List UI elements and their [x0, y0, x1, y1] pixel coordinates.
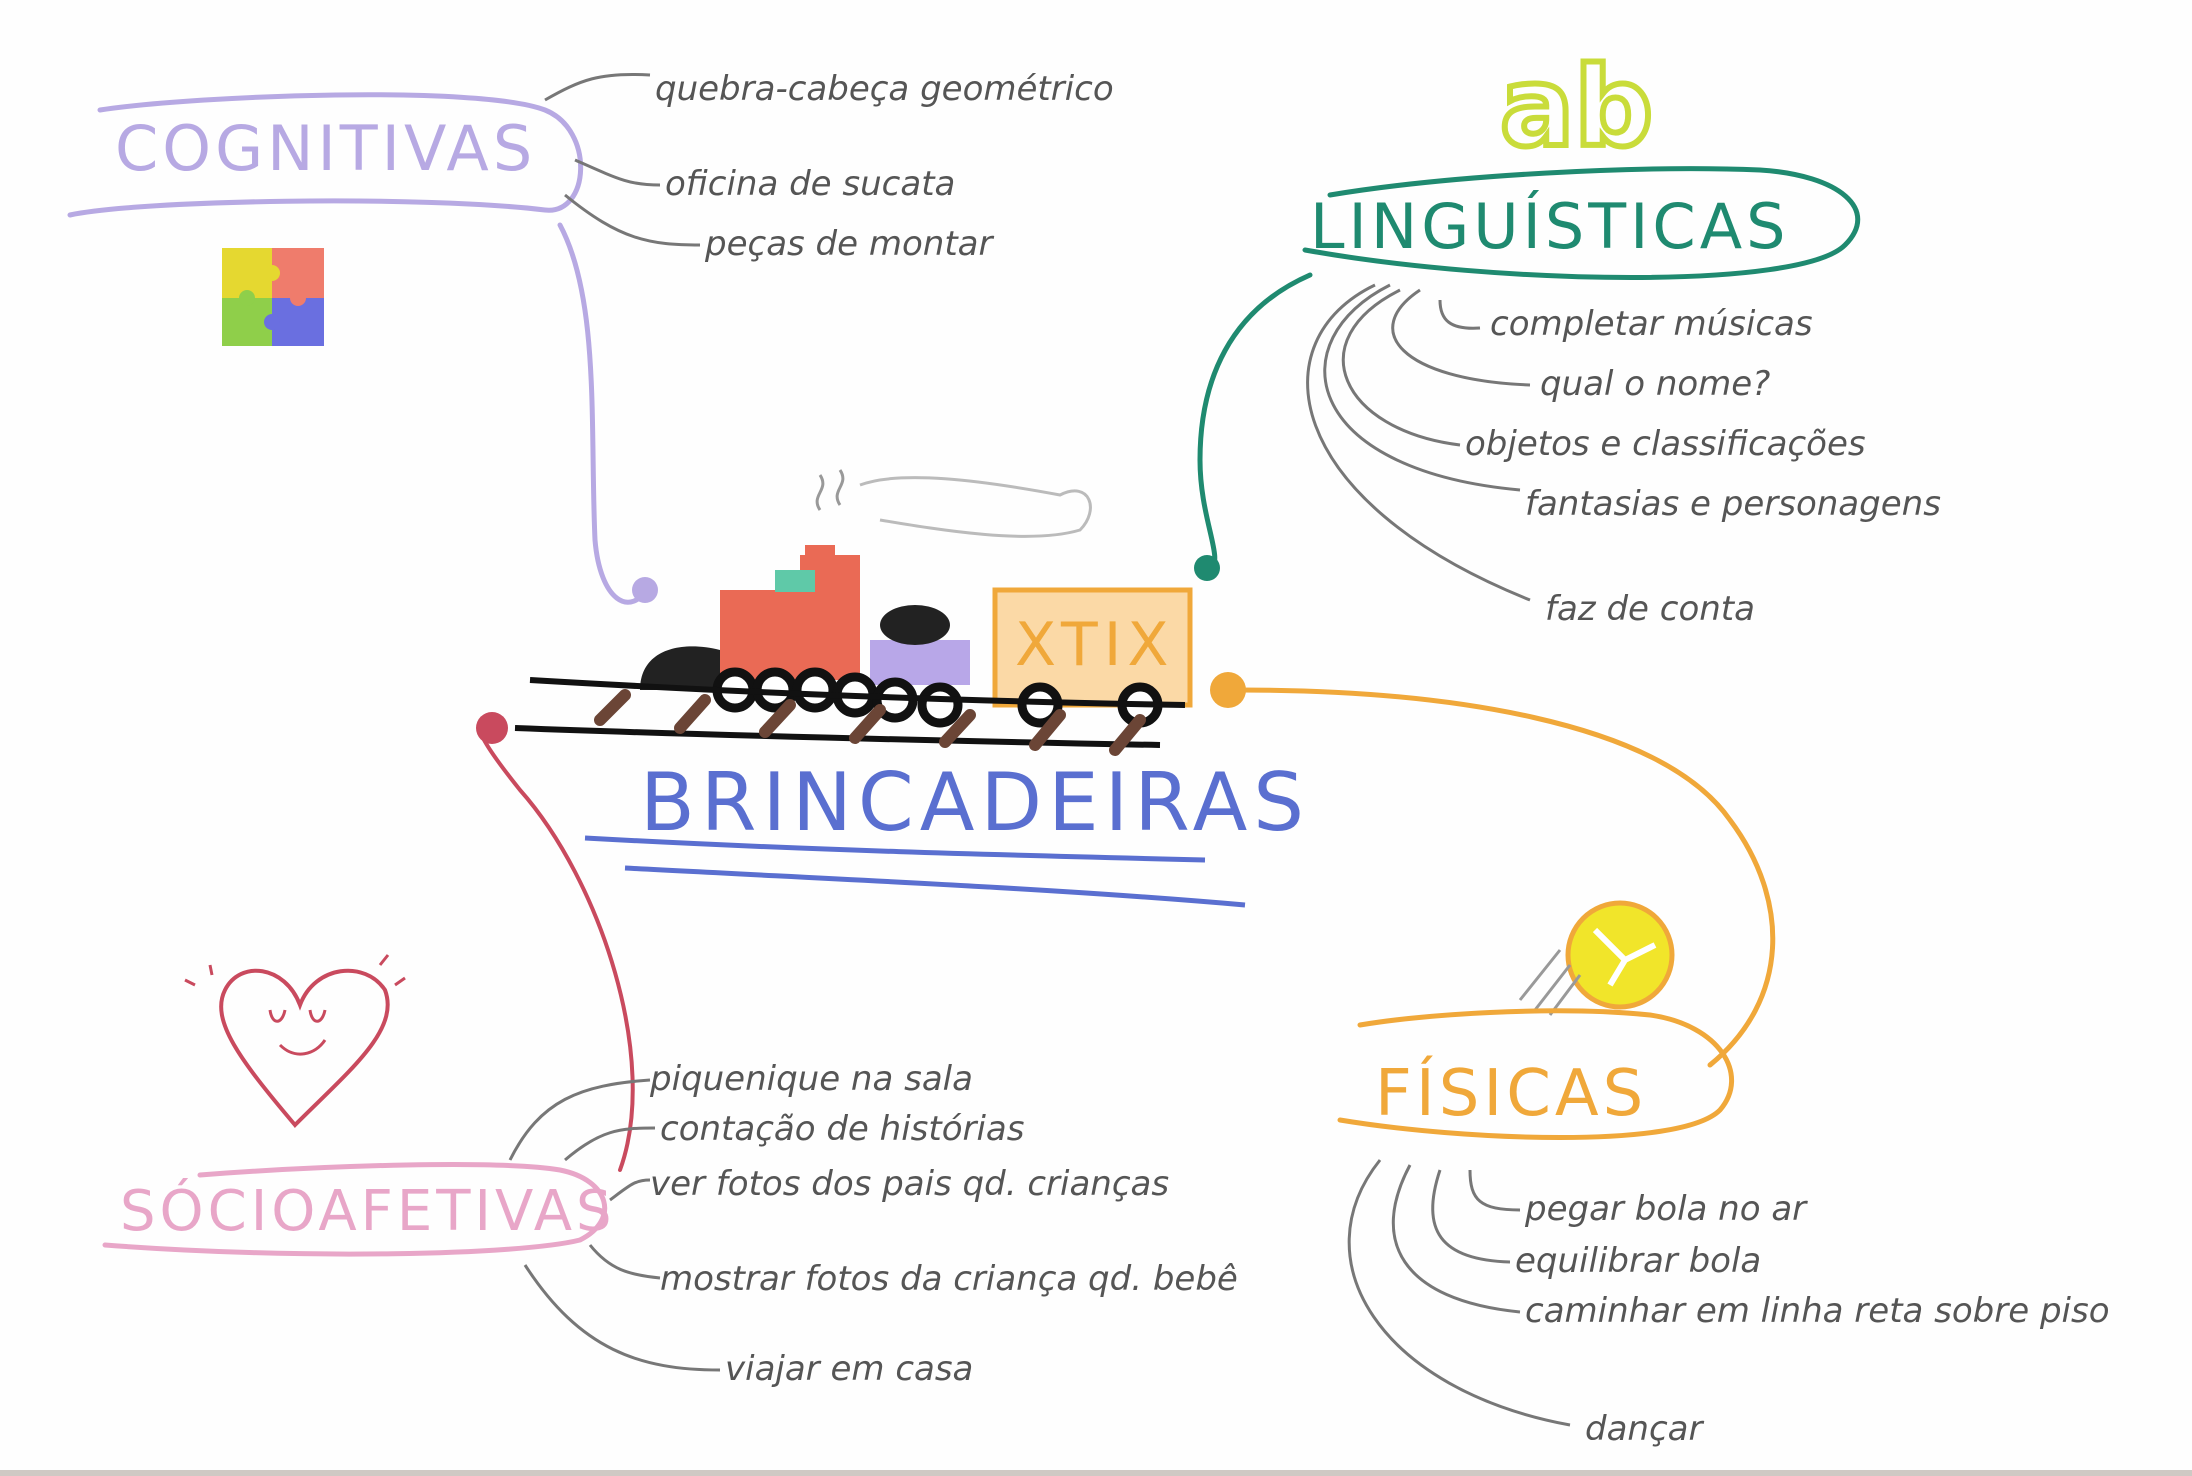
fisicas-title: FÍSICAS [1375, 1055, 1647, 1131]
link-cognitivas [557, 222, 653, 605]
socio-item: contação de histórias [660, 1109, 1024, 1149]
center-topic: BRINCADEIRAS [584, 756, 1310, 908]
socioafetivas-title: SÓCIOAFETIVAS [120, 1179, 616, 1244]
node-linguisticas: ab LINGUÍSTICAS completar músicas qual o… [1302, 40, 1941, 629]
socio-leader-1 [508, 1078, 651, 1161]
fisicas-item: equilibrar bola [1515, 1241, 1761, 1281]
crate-label: XTIX [1015, 610, 1175, 680]
linguisticas-leader-3 [1341, 288, 1461, 447]
link-linguisticas [1197, 272, 1313, 573]
fisicas-leader-4 [1347, 1159, 1571, 1427]
puzzle-icon [222, 248, 324, 346]
linguisticas-item: qual o nome? [1540, 364, 1770, 404]
fisicas-leader-2 [1431, 1169, 1511, 1264]
link-socioafetivas-dot [476, 712, 508, 744]
node-socioafetivas: SÓCIOAFETIVAS piquenique na sala contaçã… [102, 954, 1238, 1389]
socio-leader-3 [609, 1178, 651, 1202]
smoke-cloud [859, 476, 1092, 538]
fisicas-bubble [1337, 1008, 1734, 1140]
cognitivas-item: oficina de sucata [665, 164, 955, 204]
link-fisicas-dot [1210, 672, 1246, 708]
linguisticas-bubble [1302, 166, 1861, 280]
socioafetivas-bubble [102, 1162, 608, 1257]
rail-top [529, 677, 1186, 708]
socio-leader-4 [588, 1244, 661, 1280]
linguisticas-leader-1 [1438, 299, 1481, 330]
fisicas-item: pegar bola no ar [1524, 1189, 1808, 1229]
fisicas-leader-3 [1391, 1164, 1521, 1314]
linguisticas-item: completar músicas [1490, 304, 1813, 344]
locomotive-window [775, 570, 815, 592]
center-underline-2 [624, 865, 1246, 908]
cognitivas-leader-1 [544, 72, 651, 102]
socio-leader-2 [564, 1126, 656, 1162]
socio-item: ver fotos dos pais qd. crianças [650, 1164, 1169, 1204]
cognitivas-item: quebra-cabeça geométrico [655, 69, 1114, 109]
node-cognitivas: COGNITIVAS quebra-cabeça geométrico ofic… [67, 69, 1114, 346]
link-cognitivas-dot [632, 577, 658, 603]
rail-bottom [514, 725, 1161, 748]
fisicas-item: dançar [1585, 1409, 1704, 1449]
link-linguisticas-dot [1194, 555, 1220, 581]
coal-car [870, 640, 970, 685]
node-fisicas: FÍSICAS pegar bola no ar equilibrar bola… [1337, 900, 2110, 1449]
link-fisicas [1237, 687, 1776, 1068]
fisicas-leader-1 [1468, 1169, 1521, 1212]
rail-ties [594, 689, 1146, 756]
linguisticas-item: faz de conta [1545, 589, 1755, 629]
locomotive-front [640, 646, 720, 690]
socio-leader-5 [523, 1264, 721, 1372]
cognitivas-leader-3 [564, 193, 701, 247]
cognitivas-leader-2 [574, 158, 661, 187]
linguisticas-title: LINGUÍSTICAS [1310, 190, 1790, 263]
linguisticas-leader-2 [1391, 288, 1531, 387]
center-title: BRINCADEIRAS [640, 756, 1310, 849]
fisicas-item: caminhar em linha reta sobre piso [1525, 1291, 2110, 1331]
ab-icon: ab [1500, 43, 1653, 171]
train-illustration: XTIX [514, 469, 1193, 756]
socio-item: piquenique na sala [649, 1059, 973, 1099]
cognitivas-item: peças de montar [704, 224, 994, 264]
coal-pile [880, 605, 950, 645]
heart-icon [184, 954, 406, 1128]
center-underline-1 [584, 835, 1206, 863]
cognitivas-title: COGNITIVAS [115, 112, 536, 185]
linguisticas-leader-5 [1306, 283, 1531, 602]
paper-edge [0, 1470, 2192, 1476]
socio-item: mostrar fotos da criança qd. bebê [660, 1259, 1238, 1299]
locomotive-stack [805, 545, 835, 563]
linguisticas-item: objetos e classificações [1465, 424, 1866, 464]
socio-item: viajar em casa [725, 1349, 973, 1389]
steam-puff [815, 469, 845, 511]
linguisticas-leader-4 [1323, 283, 1521, 492]
cognitivas-bubble [67, 92, 584, 218]
ball-icon [1518, 900, 1675, 1016]
linguisticas-item: fantasias e personagens [1525, 484, 1941, 524]
